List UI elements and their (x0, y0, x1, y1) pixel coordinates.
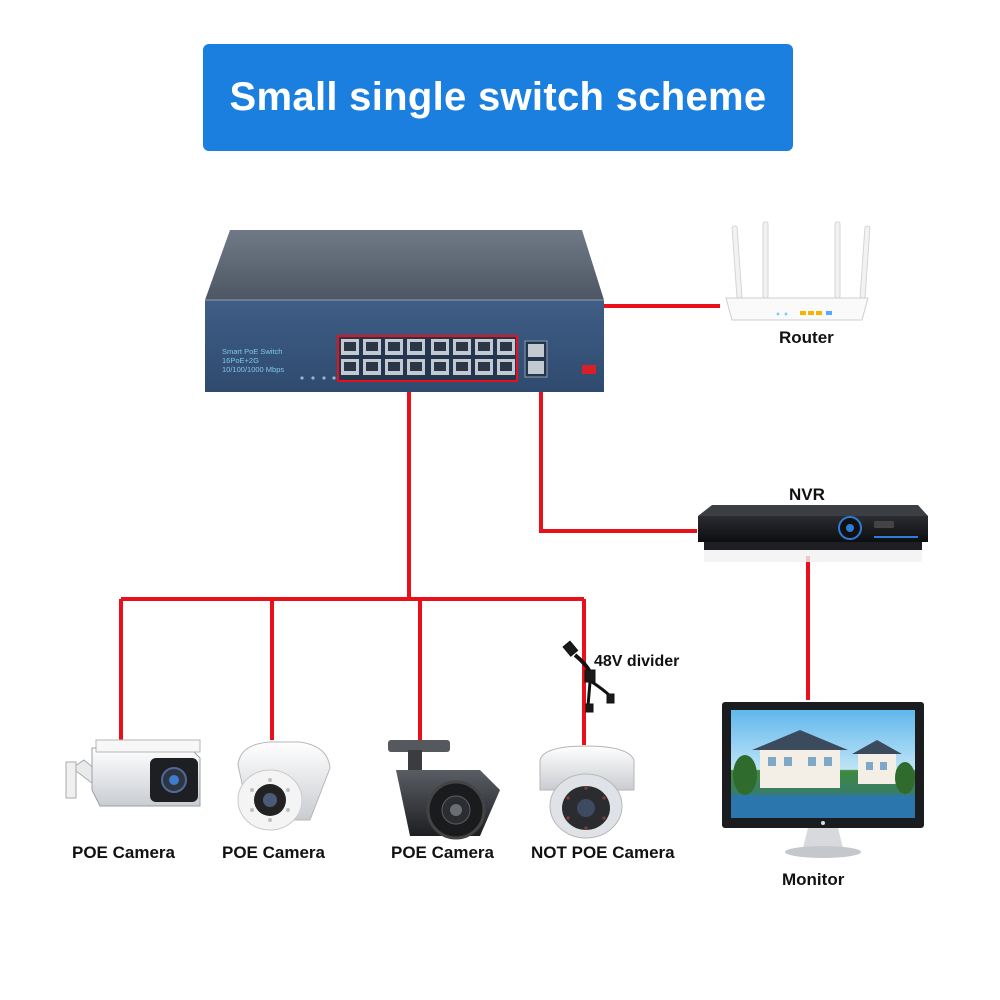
poe-port-socket (434, 342, 446, 351)
poe-port-socket (456, 362, 468, 371)
page-title: Small single switch scheme (229, 75, 767, 119)
poe-port-socket (344, 342, 356, 351)
poe-port-socket (388, 362, 400, 371)
poe-port-socket (366, 362, 378, 371)
divider-label: 48V divider (594, 653, 680, 670)
poe-port-socket (500, 342, 512, 351)
poe-port-socket (478, 342, 490, 351)
switch-label-line2: 16PoE+2G (222, 356, 259, 365)
camera2-label: POE Camera (222, 843, 325, 862)
uplink-port-2 (528, 361, 544, 374)
bullet-camera-dark-icon (388, 740, 500, 840)
title-banner: Small single switch scheme (203, 44, 793, 151)
monitor-icon (722, 702, 924, 858)
switch-label-line1: Smart PoE Switch (222, 347, 282, 356)
dome-camera-icon (539, 745, 635, 839)
poe-port-socket (366, 342, 378, 351)
camera1-label: POE Camera (72, 843, 175, 862)
dome-camera-white-icon (237, 741, 331, 831)
switch-ports (341, 339, 515, 375)
poe-port-socket (456, 342, 468, 351)
uplink-port-1 (528, 344, 544, 357)
router-icon (725, 221, 871, 321)
bullet-camera-icon (65, 739, 201, 807)
monitor-label: Monitor (782, 870, 845, 889)
switch-leds (300, 376, 336, 380)
divider-icon (562, 640, 615, 713)
poe-port-socket (410, 342, 422, 351)
poe-port-socket (478, 362, 490, 371)
poe-port-socket (388, 342, 400, 351)
poe-port-socket (434, 362, 446, 371)
nvr-label: NVR (789, 485, 825, 504)
poe-switch: Smart PoE Switch 16PoE+2G 10/100/1000 Mb… (205, 230, 604, 392)
nvr-icon (698, 505, 928, 562)
cable-switch-to-nvr (539, 390, 697, 533)
poe-port-socket (344, 362, 356, 371)
poe-port-socket (410, 362, 422, 371)
router-label: Router (779, 328, 834, 347)
dip-switch (582, 365, 596, 374)
switch-label-line3: 10/100/1000 Mbps (222, 365, 284, 374)
camera4-label: NOT POE Camera (531, 843, 675, 862)
poe-port-socket (500, 362, 512, 371)
camera3-label: POE Camera (391, 843, 494, 862)
